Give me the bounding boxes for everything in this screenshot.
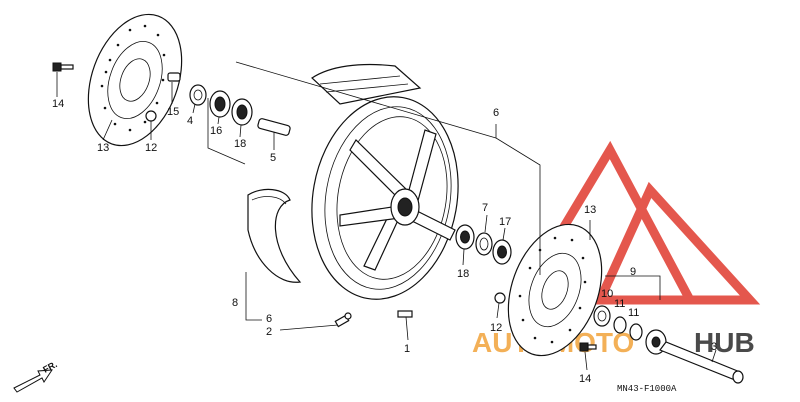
callout-6-wheel: 6 <box>493 107 499 119</box>
callout-2: 2 <box>266 326 272 338</box>
front-direction-indicator: FR. <box>13 359 59 393</box>
callout-3: 3 <box>711 341 717 353</box>
balance-weight-1 <box>397 310 413 318</box>
spacer-11b <box>629 323 643 341</box>
callout-9: 9 <box>630 266 636 278</box>
callout-18-left: 18 <box>234 138 246 150</box>
callout-8: 8 <box>232 297 238 309</box>
callout-5: 5 <box>270 152 276 164</box>
brake-disc-right <box>507 223 603 357</box>
collar-15 <box>167 72 181 82</box>
bearing-16-left <box>209 90 231 118</box>
bearing-18-right <box>455 224 475 250</box>
callout-11b: 11 <box>628 307 639 319</box>
valve-stem <box>334 312 352 328</box>
callout-12-right: 12 <box>490 322 502 334</box>
callout-10: 10 <box>601 288 613 300</box>
callout-14-left: 14 <box>52 98 64 110</box>
callout-6-valve: 6 <box>266 313 272 325</box>
bearing-18-left <box>231 98 253 126</box>
callout-7: 7 <box>482 202 488 214</box>
spacer-4 <box>189 84 207 106</box>
front-label: FR. <box>41 359 58 375</box>
axle-spacer-10 <box>593 305 611 327</box>
callout-13-left: 13 <box>97 142 109 154</box>
watermark-text-hub: HUB <box>694 327 755 358</box>
distance-collar-5 <box>257 118 291 136</box>
callout-17: 17 <box>499 216 511 228</box>
bolt-14-left <box>52 62 74 72</box>
wheel-rim <box>311 63 459 300</box>
callout-16: 16 <box>210 125 222 137</box>
callout-1: 1 <box>404 343 410 355</box>
nut-12-right <box>494 292 506 304</box>
callout-15: 15 <box>167 106 179 118</box>
brake-disc-left <box>87 13 183 147</box>
bolt-14-right <box>579 342 597 352</box>
callout-12-left: 12 <box>145 142 157 154</box>
tire-8 <box>247 188 302 283</box>
spacer-11a <box>613 316 627 334</box>
nut-12-left <box>145 110 157 122</box>
callout-18-right: 18 <box>457 268 469 280</box>
oil-seal-7 <box>475 232 493 256</box>
callout-14-right: 14 <box>579 373 591 385</box>
callout-labels: 14 13 12 15 4 16 18 5 6 7 17 18 8 6 2 1 … <box>52 98 717 385</box>
callout-4: 4 <box>187 115 193 127</box>
watermark-triangle-right <box>593 181 761 305</box>
callout-11a: 11 <box>614 298 625 310</box>
dust-seal-17 <box>492 239 512 265</box>
callout-13-right: 13 <box>584 204 596 216</box>
front-axle-3 <box>659 341 744 384</box>
leader-lines <box>56 61 717 371</box>
diagram-part-code: MN43-F1000A <box>617 384 677 394</box>
